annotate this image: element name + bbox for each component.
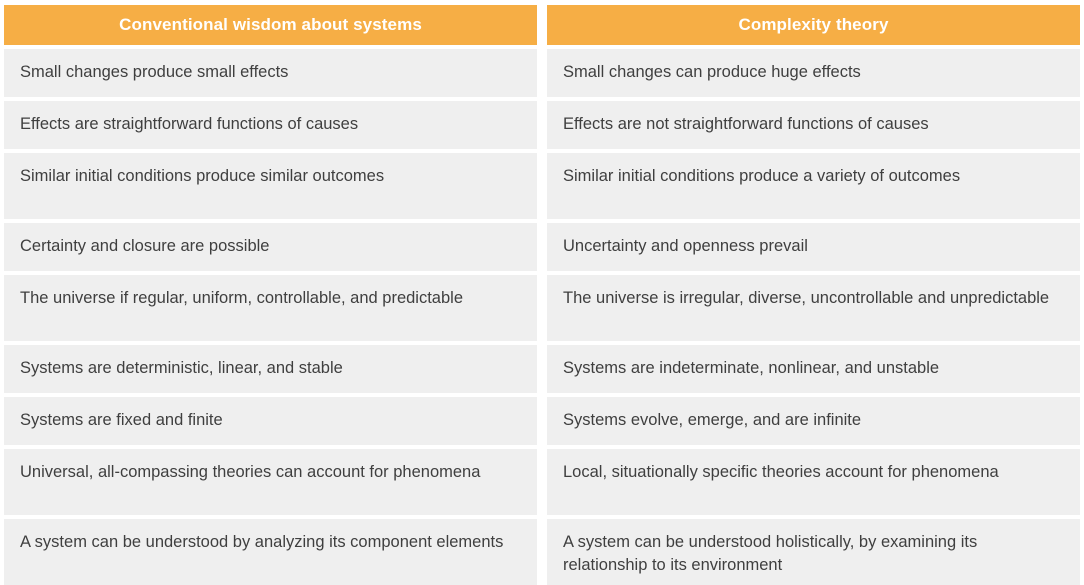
table-row: Similar initial conditions produce a var… xyxy=(547,153,1080,219)
cell-text: Systems are deterministic, linear, and s… xyxy=(20,359,343,378)
table-row: Systems evolve, emerge, and are infinite xyxy=(547,397,1080,445)
cell-text: Systems are fixed and finite xyxy=(20,411,223,430)
table-row: The universe if regular, uniform, contro… xyxy=(4,275,537,341)
cell-text: A system can be understood by analyzing … xyxy=(20,533,504,551)
cell-text: Effects are straightforward functions of… xyxy=(20,115,359,134)
table-row: Similar initial conditions produce simil… xyxy=(4,153,537,219)
cell-text: Local, situationally specific theories a… xyxy=(563,463,999,481)
table-row: Uncertainty and openness prevail xyxy=(547,223,1080,271)
table-row: Small changes produce small effects xyxy=(4,49,537,97)
cell-text: Systems are indeterminate, nonlinear, an… xyxy=(563,359,940,378)
column-header-conventional-wisdom: Conventional wisdom about systems xyxy=(4,5,537,45)
cell-text: The universe if regular, uniform, contro… xyxy=(20,289,463,307)
column-header-label: Complexity theory xyxy=(738,15,889,35)
cell-text: Certainty and closure are possible xyxy=(20,237,270,256)
table-column-conventional-wisdom: Conventional wisdom about systems Small … xyxy=(4,5,537,585)
table-column-complexity-theory: Complexity theory Small changes can prod… xyxy=(547,5,1080,585)
table-row: A system can be understood by analyzing … xyxy=(4,519,537,585)
column-header-complexity-theory: Complexity theory xyxy=(547,5,1080,45)
table-row: Small changes can produce huge effects xyxy=(547,49,1080,97)
cell-text: Similar initial conditions produce a var… xyxy=(563,167,961,185)
table-row: Universal, all-compassing theories can a… xyxy=(4,449,537,515)
cell-text: Similar initial conditions produce simil… xyxy=(20,167,385,185)
cell-text: The universe is irregular, diverse, unco… xyxy=(563,289,1050,307)
cell-text: A system can be understood holistically,… xyxy=(563,533,978,575)
cell-text: Systems evolve, emerge, and are infinite xyxy=(563,411,862,430)
table-row: Certainty and closure are possible xyxy=(4,223,537,271)
table-row: Effects are straightforward functions of… xyxy=(4,101,537,149)
table-row: Systems are fixed and finite xyxy=(4,397,537,445)
cell-text: Small changes can produce huge effects xyxy=(563,63,861,82)
table-row: Effects are not straightforward function… xyxy=(547,101,1080,149)
table-row: Systems are deterministic, linear, and s… xyxy=(4,345,537,393)
table-row: Local, situationally specific theories a… xyxy=(547,449,1080,515)
cell-text: Effects are not straightforward function… xyxy=(563,115,929,134)
cell-text: Universal, all-compassing theories can a… xyxy=(20,463,481,481)
table-row: A system can be understood holistically,… xyxy=(547,519,1080,585)
cell-text: Small changes produce small effects xyxy=(20,63,289,82)
table-row: Systems are indeterminate, nonlinear, an… xyxy=(547,345,1080,393)
table-row: The universe is irregular, diverse, unco… xyxy=(547,275,1080,341)
cell-text: Uncertainty and openness prevail xyxy=(563,237,808,256)
column-header-label: Conventional wisdom about systems xyxy=(119,15,422,35)
table-grid: Conventional wisdom about systems Small … xyxy=(4,5,1080,585)
